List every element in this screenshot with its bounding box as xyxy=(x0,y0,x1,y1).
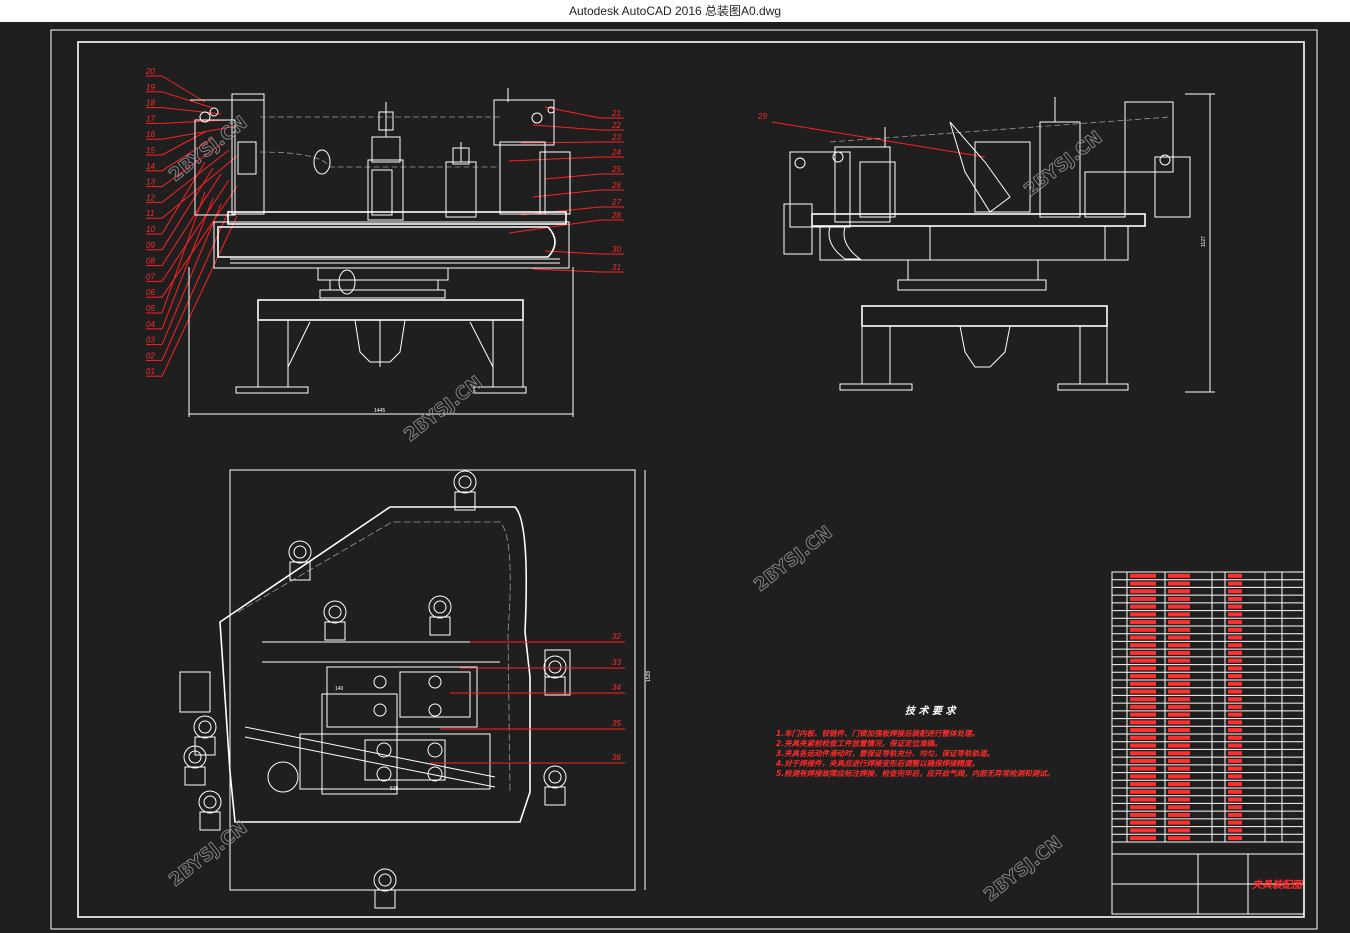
dim-plan-height: 1528 xyxy=(646,671,652,682)
outer-border xyxy=(50,29,1318,930)
part-label-28: 28 xyxy=(611,211,621,220)
part-label-06: 06 xyxy=(146,288,155,297)
part-label-02: 02 xyxy=(146,351,155,360)
part-label-01: 01 xyxy=(146,367,155,376)
part-label-03: 03 xyxy=(146,336,155,345)
watermarks: 2BYSJ.CN 2BYSJ.CN 2BYSJ.CN 2BYSJ.CN 2BYSJ.CN… xyxy=(165,112,1107,907)
drawing-canvas[interactable]: 1445 20 19 18 17 16 15 14 13 12 11 10 09 08 07 06 05 04 0… xyxy=(0,22,1350,933)
dim-front-width: 1445 xyxy=(374,408,385,414)
tech-line-4: 4.对于焊接件，夹具应进行焊接变形后调整以确保焊接精度。 xyxy=(776,759,979,768)
part-label-07: 07 xyxy=(146,272,155,281)
part-label-21: 21 xyxy=(611,109,621,118)
part-label-35: 35 xyxy=(612,719,621,728)
part-label-14: 14 xyxy=(146,162,155,171)
tech-line-1: 1.车门内板、铰链件、门锁加强板焊接后装配进行整体处理。 xyxy=(776,729,979,738)
part-label-34: 34 xyxy=(612,683,621,692)
part-label-26: 26 xyxy=(611,181,621,190)
dim-side-height: 1127 xyxy=(1201,236,1207,247)
part-label-11: 11 xyxy=(146,209,154,218)
part-label-32: 32 xyxy=(612,632,621,641)
part-label-15: 15 xyxy=(146,146,155,155)
dim-plan-width: 538 xyxy=(390,786,399,792)
side-view: 29 1127 xyxy=(757,93,1215,393)
part-label-31: 31 xyxy=(612,263,621,272)
front-view: 1445 20 19 18 17 16 15 14 13 12 11 10 09 08 07 06 05 04 0… xyxy=(145,67,624,417)
part-label-04: 04 xyxy=(146,320,155,329)
dim-plan-inner: 140 xyxy=(335,686,344,692)
plan-view: 1528 538 140 32 33 34 35 36 xyxy=(179,469,652,909)
part-label-13: 13 xyxy=(146,178,155,187)
part-label-22: 22 xyxy=(611,121,621,130)
tech-line-5: 5.检测有焊接故障应标注焊接，检查完毕后，应开启气阀，内部无异常检测和测试。 xyxy=(776,769,1054,778)
watermark-text: 2BYSJ.CN xyxy=(400,372,486,446)
part-label-33: 33 xyxy=(612,658,621,667)
part-label-20: 20 xyxy=(145,67,155,76)
tech-line-2: 2.夹具夹紧前检查工件放置情况，保证定位准确。 xyxy=(776,739,942,748)
watermark-text: 2BYSJ.CN xyxy=(980,832,1066,906)
window-title-bar: Autodesk AutoCAD 2016 总装图A0.dwg xyxy=(0,0,1350,22)
part-label-16: 16 xyxy=(146,130,155,139)
part-label-24: 24 xyxy=(611,148,621,157)
part-label-09: 09 xyxy=(146,241,155,250)
part-label-19: 19 xyxy=(146,83,155,92)
window-title: Autodesk AutoCAD 2016 总装图A0.dwg xyxy=(568,4,782,18)
drawing-name: 夹具装配图 xyxy=(1252,879,1304,891)
part-label-25: 25 xyxy=(611,165,621,174)
part-label-27: 27 xyxy=(611,198,621,207)
part-label-18: 18 xyxy=(146,99,155,108)
part-label-08: 08 xyxy=(146,257,155,266)
tech-line-3: 3.夹具各运动件滑动时，要保证导轨充分、均匀，保证导轨轨道。 xyxy=(776,749,994,758)
technical-requirements: 技 术 要 求 1.车门内板、铰链件、门锁加强板焊接后装配进行整体处理。2.夹具… xyxy=(776,705,1054,778)
part-label-23: 23 xyxy=(611,133,621,142)
cad-drawing[interactable]: 1445 20 19 18 17 16 15 14 13 12 11 10 09 08 07 06 05 04 0… xyxy=(0,22,1350,933)
watermark-text: 2BYSJ.CN xyxy=(750,522,836,596)
part-label-10: 10 xyxy=(146,225,155,234)
label-29: 29 xyxy=(757,112,767,121)
part-label-12: 12 xyxy=(146,193,155,202)
part-label-17: 17 xyxy=(146,114,155,123)
inner-border xyxy=(77,41,1305,918)
watermark-text: 2BYSJ.CN xyxy=(165,817,251,891)
part-label-36: 36 xyxy=(612,753,621,762)
part-label-05: 05 xyxy=(146,304,155,313)
title-block: 夹具装配图 xyxy=(1111,571,1305,915)
watermark-text: 2BYSJ.CN xyxy=(1020,127,1106,201)
tech-title: 技 术 要 求 xyxy=(905,705,957,717)
part-label-30: 30 xyxy=(612,245,621,254)
